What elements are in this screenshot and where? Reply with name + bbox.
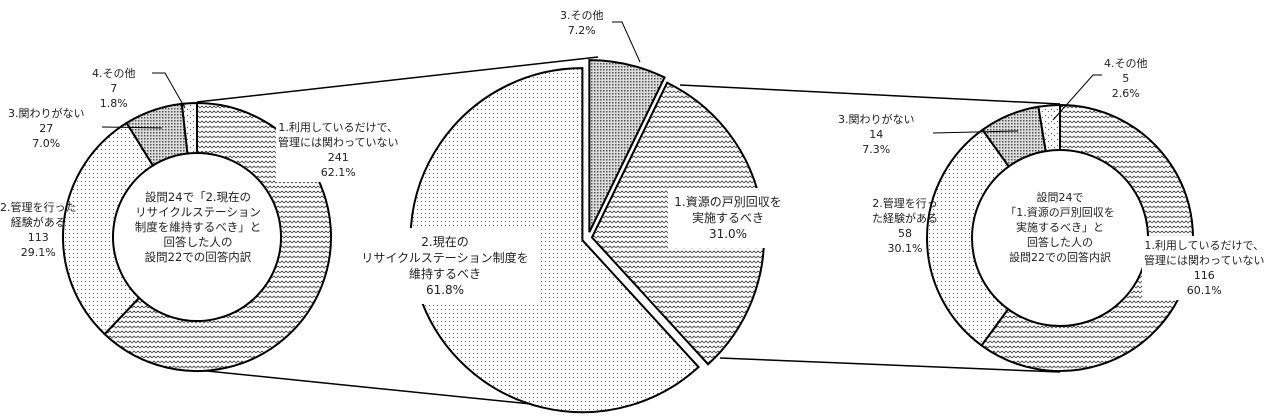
label-percent: 7.2% xyxy=(567,24,596,37)
right-donut-slice-3 xyxy=(1037,103,1061,153)
label-count: 7 xyxy=(110,82,118,95)
center-line: 「1.資源の戸別回収を xyxy=(1005,206,1115,219)
label-text: 経験がある xyxy=(10,216,66,229)
connector-left-top xyxy=(196,56,599,103)
label-left-4: 4.その他 7 1.8% xyxy=(92,66,136,111)
leader-right-4 xyxy=(1052,74,1102,121)
right-donut-slice-1 xyxy=(926,128,1011,347)
label-text: リサイクルステーション制度を xyxy=(361,251,529,265)
label-count: 58 xyxy=(898,227,912,240)
label-text: た経験がある xyxy=(872,212,938,225)
label-percent: 61.8% xyxy=(425,283,465,297)
label-left-2: 2.管理を行った 経験がある 113 29.1% xyxy=(0,200,77,260)
center-line: 制度を維持するべき」と xyxy=(134,220,262,234)
center-line: 設問22での回答内訳 xyxy=(1009,251,1111,264)
center-line: 実施するべき」と xyxy=(1016,221,1104,234)
label-count: 14 xyxy=(869,128,884,141)
label-text: 2.管理を行っ xyxy=(872,197,938,210)
center-line: 回答した人の xyxy=(163,235,233,249)
label-count: 27 xyxy=(39,122,54,135)
label-count: 116 xyxy=(1193,269,1215,282)
label-percent: 7.3% xyxy=(862,143,891,156)
right-donut-slice-0 xyxy=(980,103,1194,372)
label-text: 1.資源の戸別回収を xyxy=(674,195,782,209)
label-percent: 1.8% xyxy=(99,97,128,110)
center-line: 設問24で xyxy=(1036,191,1084,204)
label-text: 3.関わりがない xyxy=(838,113,915,126)
label-percent: 2.6% xyxy=(1111,87,1140,100)
label-text: 維持するべき xyxy=(408,267,481,281)
label-percent: 62.1% xyxy=(320,166,356,179)
label-text: 3.その他 xyxy=(560,9,604,22)
label-center-3: 3.その他 7.2% xyxy=(560,8,604,38)
label-text: 4.その他 xyxy=(92,67,136,80)
label-right-2: 2.管理を行っ た経験がある 58 30.1% xyxy=(872,196,938,256)
label-left-3: 3.関わりがない 27 7.0% xyxy=(8,106,85,151)
leader-right-3 xyxy=(932,130,1019,134)
center-line: 回答した人の xyxy=(1027,236,1093,249)
left-donut-center-label: 設問24で「2.現在の リサイクルステーション 制度を維持するべき」と 回答した… xyxy=(125,190,271,265)
leader-lines xyxy=(101,21,1102,134)
center-line: 設問24で「2.現在の xyxy=(144,190,252,204)
left-donut-slice-0 xyxy=(103,101,332,372)
label-text: 3.関わりがない xyxy=(8,107,85,120)
label-text: 管理には関わっていない xyxy=(1144,254,1265,267)
connector-left-bottom xyxy=(196,369,591,411)
label-right-1: 1.利用しているだけで、 管理には関わっていない 116 60.1% xyxy=(1142,236,1267,300)
label-center-1: 1.資源の戸別回収を 実施するべき 31.0% xyxy=(668,188,788,248)
label-percent: 7.0% xyxy=(32,137,61,150)
label-text: 2.現在の xyxy=(421,235,469,249)
label-count: 5 xyxy=(1122,72,1130,85)
label-right-3: 3.関わりがない 14 7.3% xyxy=(838,112,915,157)
label-count: 113 xyxy=(27,231,49,244)
label-count: 241 xyxy=(327,151,349,164)
connector-lines xyxy=(196,56,1061,411)
label-text: 2.管理を行った xyxy=(0,201,77,214)
label-left-1: 1.利用しているだけで、 管理には関わっていない 241 62.1% xyxy=(276,118,401,182)
label-percent: 29.1% xyxy=(20,246,56,259)
left-donut-slice-3 xyxy=(180,101,198,155)
label-percent: 31.0% xyxy=(708,227,748,241)
connector-right-bottom xyxy=(719,357,1061,373)
label-center-2: 2.現在の リサイクルステーション制度を 維持するべき 61.8% xyxy=(350,228,540,304)
leader-center-3 xyxy=(612,21,641,63)
leader-left-3 xyxy=(101,126,163,129)
label-percent: 60.1% xyxy=(1186,284,1222,297)
label-text: 管理には関わっていない xyxy=(278,136,399,149)
right-donut-center-label: 設問24で 「1.資源の戸別回収を 実施するべき」と 回答した人の 設問22での… xyxy=(992,190,1128,265)
label-percent: 30.1% xyxy=(887,242,923,255)
label-text: 4.その他 xyxy=(1104,57,1148,70)
connector-right-top xyxy=(679,84,1061,105)
center-line: リサイクルステーション xyxy=(135,205,261,219)
leader-left-4 xyxy=(152,72,186,109)
center-line: 設問22での回答内訳 xyxy=(144,250,252,264)
label-text: 1.利用しているだけで、 xyxy=(278,121,399,134)
center-pie-slice-0 xyxy=(588,59,666,233)
left-donut-slice-1 xyxy=(62,121,155,336)
label-right-4: 4.その他 5 2.6% xyxy=(1104,56,1148,101)
label-text: 実施するべき xyxy=(691,211,764,225)
label-text: 1.利用しているだけで、 xyxy=(1144,239,1265,252)
